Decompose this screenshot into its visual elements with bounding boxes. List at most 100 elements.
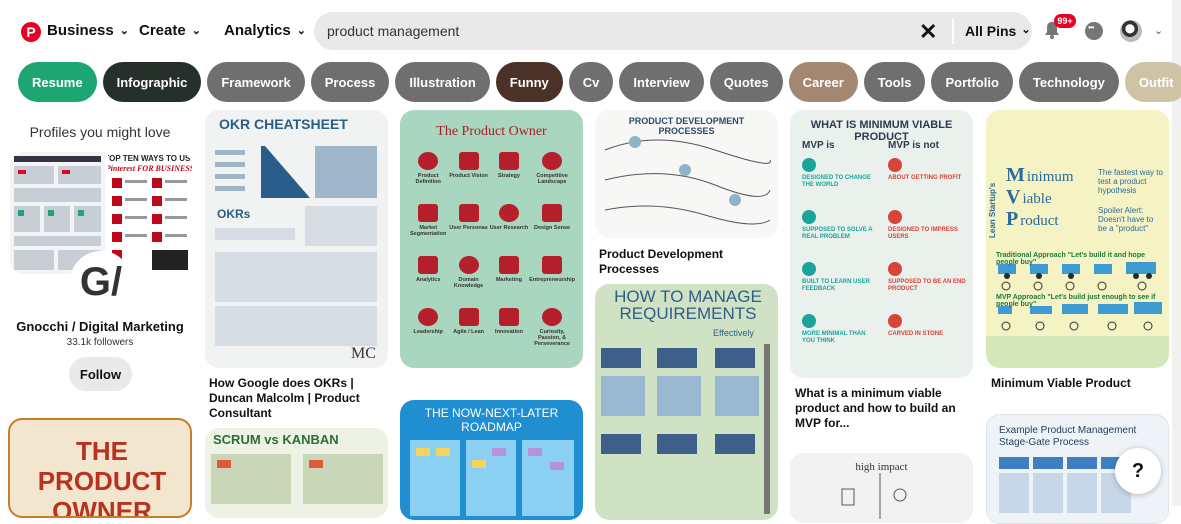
nav-create-label: Create — [139, 22, 186, 39]
pin-image-title: Example Product Management Stage-Gate Pr… — [999, 425, 1137, 448]
skill-label: Leadership — [413, 329, 443, 335]
nav-analytics[interactable]: Analytics⌄ — [224, 22, 306, 39]
search-scope-dropdown[interactable]: All Pins⌄ — [965, 23, 1031, 39]
mvp2-tagline-1: The fastest way to test a product hypoth… — [1098, 168, 1163, 195]
owner-skill-item: Leadership — [408, 308, 448, 352]
skill-icon — [418, 256, 439, 274]
chip-outfit[interactable]: Outfit — [1124, 62, 1181, 102]
pin-image-title: SCRUM vs KANBAN — [213, 432, 339, 447]
skill-label: Analytics — [415, 277, 441, 283]
owner-skill-item: User Personas — [448, 204, 488, 248]
clear-search-icon[interactable]: ✕ — [919, 19, 938, 44]
mvp2-word: iable — [1022, 191, 1052, 207]
nav-create[interactable]: Create⌄ — [139, 22, 201, 39]
follow-button[interactable]: Follow — [69, 357, 132, 391]
scrollbar[interactable] — [1172, 0, 1181, 506]
owner-skill-item: Marketing — [489, 256, 529, 300]
profile-avatar[interactable]: G/ — [70, 251, 132, 313]
pin-mvp2-title[interactable]: Minimum Viable Product — [991, 376, 1131, 390]
chip-career[interactable]: Career — [788, 62, 858, 102]
mvp2-word: roduct — [1020, 213, 1059, 229]
nav-analytics-label: Analytics — [224, 22, 291, 39]
pin-high-impact[interactable]: high impact — [790, 453, 973, 523]
owner-skill-item: User Research — [489, 204, 529, 248]
mvp-item-icon — [888, 262, 902, 276]
chip-infographic[interactable]: Infographic — [102, 62, 202, 102]
notification-badge: 99+ — [1054, 14, 1076, 28]
mvp-item-icon — [888, 158, 902, 172]
chip-technology[interactable]: Technology — [1018, 62, 1119, 102]
mvp-item-label: DESIGNED TO CHANGE THE WORLD — [802, 175, 871, 188]
chip-interview[interactable]: Interview — [619, 62, 704, 102]
mvp2-word: inimum — [1026, 169, 1074, 185]
skill-icon — [542, 308, 563, 326]
pin-what-is-mvp[interactable]: WHAT IS MINIMUM VIABLE PRODUCT MVP is MV… — [790, 110, 973, 378]
skill-label: User Personas — [449, 225, 488, 231]
pin-how-to-manage-requirements[interactable]: HOW TO MANAGE REQUIREMENTS Effectively — [595, 284, 778, 520]
avatar[interactable] — [1120, 20, 1142, 42]
profiles-heading: Profiles you might love — [29, 124, 171, 140]
skill-icon — [542, 152, 563, 170]
pin-okr-cheatsheet[interactable]: OKR CHEATSHEET OKRs MC — [205, 110, 388, 368]
chip-framework[interactable]: Framework — [207, 62, 305, 102]
mvp-list-item: SUPPOSED TO BE AN END PRODUCT — [888, 262, 966, 314]
mvp-item-label: DESIGNED TO IMPRESS USERS — [888, 227, 958, 240]
skill-label: Strategy — [497, 173, 520, 179]
mvp-item-label: BUILT TO LEARN USER FEEDBACK — [802, 279, 870, 292]
chip-illustration[interactable]: Illustration — [395, 62, 490, 102]
profile-name[interactable]: Gnocchi / Digital Marketing — [16, 319, 184, 334]
pin-image-subtitle: Effectively — [713, 328, 754, 338]
pin-product-owner-poster[interactable]: THE PRODUCT OWNER — [8, 418, 192, 518]
pin-scrum-kanban[interactable]: SCRUM vs KANBAN — [205, 428, 388, 518]
pin-image-title: high impact — [855, 461, 908, 473]
search-divider — [952, 18, 954, 44]
pin-mvp-title[interactable]: What is a minimum viable product and how… — [795, 386, 956, 430]
skill-label: Design Sense — [534, 225, 571, 231]
svg-text:TOP TEN WAYS TO USE: TOP TEN WAYS TO USE — [108, 154, 192, 163]
chip-cv[interactable]: Cv — [568, 62, 614, 102]
pin-product-development-processes[interactable]: PRODUCT DEVELOPMENT PROCESSES — [595, 110, 778, 238]
pinterest-logo-icon[interactable]: P — [21, 22, 41, 42]
mvp2-approach-1: Traditional Approach "Let's build it and… — [996, 252, 1146, 266]
search-scope-label: All Pins — [965, 23, 1017, 39]
account-chevron-down-icon[interactable]: ⌄ — [1154, 25, 1164, 37]
chevron-down-icon: ⌄ — [119, 25, 129, 37]
chip-process[interactable]: Process — [310, 62, 390, 102]
skill-icon — [498, 308, 519, 326]
mvp2-intro — [994, 118, 1161, 154]
skill-icon — [498, 152, 519, 170]
pin-now-next-later-roadmap[interactable]: THE NOW-NEXT-LATER ROADMAP — [400, 400, 583, 520]
messages-icon[interactable] — [1085, 22, 1103, 40]
svg-text:Pinterest FOR BUSINESS: Pinterest FOR BUSINESS — [108, 164, 192, 173]
mvp-item-icon — [888, 210, 902, 224]
mvp-item-label: SUPPOSED TO SOLVE A REAL PROBLEM — [802, 227, 873, 240]
mvp-item-label: MORE MINIMAL THAN YOU THINK — [802, 331, 866, 344]
help-button[interactable]: ? — [1115, 448, 1161, 494]
chip-tools[interactable]: Tools — [863, 62, 926, 102]
chip-resume[interactable]: Resume — [18, 62, 97, 102]
owner-skill-item: Agile / Lean — [448, 308, 488, 352]
search-input[interactable] — [327, 21, 907, 41]
skill-label: Entrepreneurship — [529, 277, 575, 283]
skill-label: User Research — [489, 225, 529, 231]
skill-icon — [542, 256, 563, 274]
mvp-item-label: CARVED IN STONE — [888, 331, 944, 337]
pin-pdp-title[interactable]: Product Development Processes — [599, 247, 724, 276]
pin-okr-title[interactable]: How Google does OKRs | Duncan Malcolm | … — [209, 376, 360, 420]
owner-skill-item: Curiosity, Passion, & Perseverance — [529, 308, 575, 352]
chip-portfolio[interactable]: Portfolio — [931, 62, 1013, 102]
skill-icon — [458, 256, 479, 274]
chip-quotes[interactable]: Quotes — [709, 62, 783, 102]
chip-funny[interactable]: Funny — [495, 62, 563, 102]
profile-followers: 33.1k followers — [66, 337, 134, 348]
nav-business[interactable]: Business⌄ — [47, 22, 129, 39]
mvp-item-icon — [802, 210, 816, 224]
pin-image-title: OKR CHEATSHEET — [219, 116, 348, 132]
